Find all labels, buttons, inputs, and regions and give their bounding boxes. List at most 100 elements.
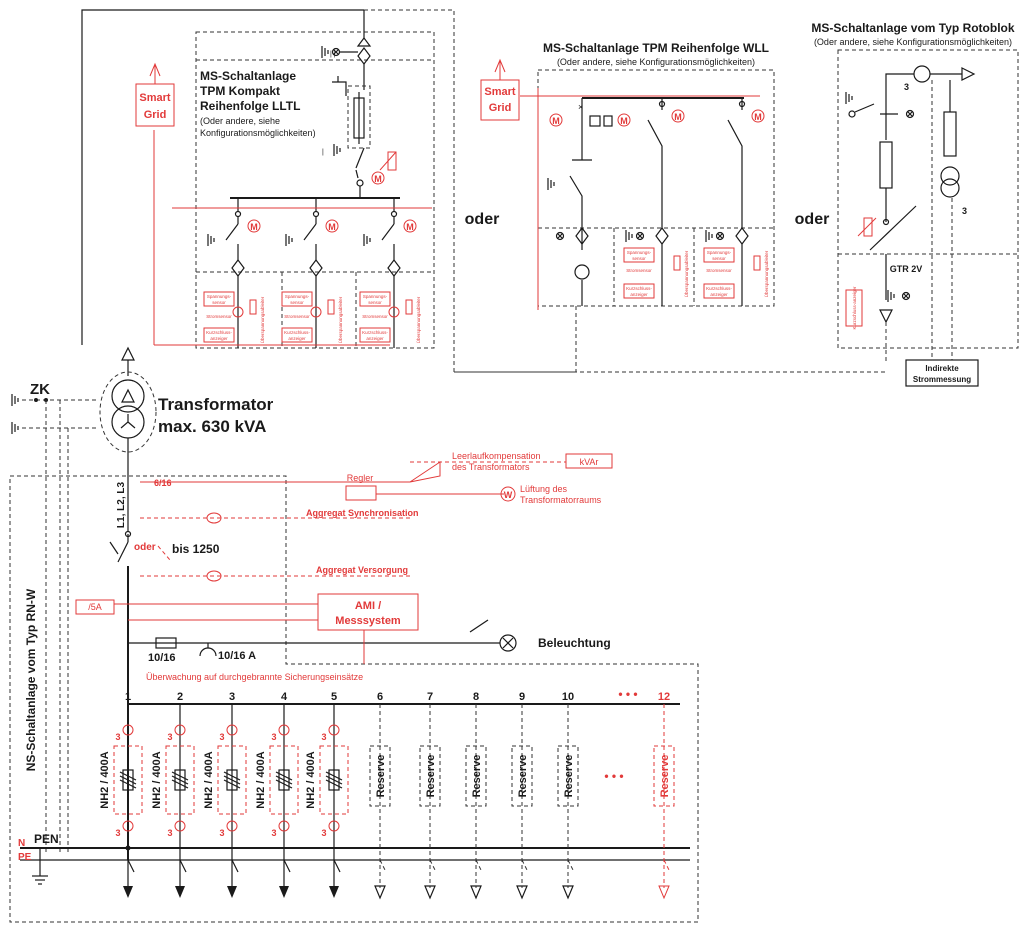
transformer-title: Transformator <box>158 395 274 414</box>
svg-text:Indirekte: Indirekte <box>925 364 959 373</box>
socket-fuse: 10/16 A <box>218 650 256 662</box>
motor-label: M <box>406 222 414 232</box>
shortcircuit-label: anzeiger <box>366 336 384 341</box>
ami-line-2: Messsystem <box>335 615 401 627</box>
mv-switchgear-tpm-wll: × M Spannungs-sensorStromsensorKurzschlus… <box>520 69 775 372</box>
tpm-wll-note: (Oder andere, siehe Konfigurationsmöglic… <box>557 57 755 67</box>
fuse-small: 10/16 <box>148 652 176 664</box>
pe-label: PE <box>18 852 32 863</box>
transformer-symbol <box>99 346 157 470</box>
feeder-reserve-label: Reserve <box>375 755 387 798</box>
ct-count: 3 <box>321 828 326 838</box>
voltage-sensor-label: Spannungs- <box>627 250 652 255</box>
current-sensor-label: Stromsensor <box>626 268 652 273</box>
current-sensor-label: Stromsensor <box>362 314 388 319</box>
svg-text:3: 3 <box>962 206 967 216</box>
smart-grid-box-1: Smart Grid <box>135 62 175 127</box>
shortcircuit-label: anzeiger <box>630 292 648 297</box>
feeder-reserve-label: Reserve <box>659 755 671 798</box>
voltage-sensor-label: sensor <box>712 256 726 261</box>
svg-text:Grid: Grid <box>144 109 167 121</box>
tpm-compact-title-2: TPM Kompakt <box>200 84 280 98</box>
voltage-sensor-label: sensor <box>368 300 382 305</box>
compensation-line-2: des Transformators <box>452 462 530 472</box>
ventilation-line-2: Transformatorraums <box>520 495 602 505</box>
motor-label: M <box>374 174 382 184</box>
svg-text:Smart: Smart <box>484 86 516 98</box>
feeder-reserve-label: Reserve <box>517 755 529 798</box>
tpm-compact-note-2: Konfigurationsmöglichkeiten) <box>200 128 316 138</box>
gtr-label: GTR 2V <box>890 264 923 274</box>
motor-label: M <box>620 116 628 126</box>
svg-text:×: × <box>578 102 583 112</box>
feeder-fuse-label: NH2 / 400A <box>151 751 163 809</box>
shortcircuit-label: anzeiger <box>710 292 728 297</box>
rotoblok-note: (Oder andere, siehe Konfigurationsmöglic… <box>814 37 1012 47</box>
mv-switchgear-rotoblok: 3 3 Kurzschluss-anzeiger <box>454 49 1019 373</box>
voltage-sensor-label: Spannungs- <box>363 294 388 299</box>
motor-label: M <box>328 222 336 232</box>
svg-text:3: 3 <box>904 82 909 92</box>
voltage-sensor-label: sensor <box>212 300 226 305</box>
overvoltage-label: Überspannungsableiter <box>683 250 689 297</box>
feeder-ellipsis-body: • • • <box>604 769 623 783</box>
ct-count: 3 <box>219 828 224 838</box>
feeder-fuse-label: NH2 / 400A <box>203 751 215 809</box>
pen-label: PEN <box>34 832 59 846</box>
zk-label: ZK <box>30 381 50 398</box>
lighting-label: Beleuchtung <box>538 636 611 650</box>
svg-text:Grid: Grid <box>489 102 512 114</box>
wll-feeder-2: MSpannungs-sensorStromsensorKurzschluss-… <box>703 109 769 299</box>
feeder-number: 3 <box>229 691 235 703</box>
tpm-compact-title-3: Reihenfolge LLTL <box>200 99 300 113</box>
tpm-feeder-2: MSpannungs-sensorStromsensorKurzschluss-… <box>281 210 343 348</box>
ct-count: 3 <box>167 828 172 838</box>
mv-switchgear-tpm-compact: | | | M MSpannungs-sensorStromsensorKurz… <box>81 9 576 373</box>
feeder-number: 10 <box>562 691 574 703</box>
rotoblok-title: MS-Schaltanlage vom Typ Rotoblok <box>811 21 1014 35</box>
tpm-feeder-1: MSpannungs-sensorStromsensorKurzschluss-… <box>203 210 265 348</box>
ct-ratio: /5A <box>88 602 102 612</box>
current-sensor-label: Stromsensor <box>706 268 732 273</box>
feeder-number: 4 <box>281 691 288 703</box>
earthing-lines <box>11 393 96 852</box>
feeder-number: 6 <box>377 691 383 703</box>
ct-count: 3 <box>115 828 120 838</box>
ventilation-symbol: W <box>504 490 513 500</box>
current-sensor-label: Stromsensor <box>206 314 232 319</box>
shortcircuit-label: Kurzschluss- <box>706 286 732 291</box>
ct-count: 3 <box>219 732 224 742</box>
motor-label: M <box>674 112 682 122</box>
feeder-reserve-label: Reserve <box>563 755 575 798</box>
ct-count: 3 <box>115 732 120 742</box>
voltage-sensor-label: sensor <box>632 256 646 261</box>
feeder-number: 9 <box>519 691 525 703</box>
generator-supply: Aggregat Versorgung <box>316 565 408 575</box>
ct-count: 3 <box>167 732 172 742</box>
fuse-monitoring: Überwachung auf durchgebrannte Sicherung… <box>146 672 363 682</box>
wll-feeder-1: MSpannungs-sensorStromsensorKurzschluss-… <box>623 109 689 299</box>
lv-panel-title: NS-Schaltanlage vom Typ RN-W <box>24 588 38 771</box>
ventilation-line-1: Lüftung des <box>520 484 568 494</box>
fuse-ratio: 6/16 <box>154 478 172 488</box>
kvar-label: kVAr <box>580 457 599 467</box>
shortcircuit-label: Kurzschluss-anzeiger <box>852 286 857 330</box>
motor-label: M <box>250 222 258 232</box>
voltage-sensor-label: Spannungs- <box>285 294 310 299</box>
svg-text:Smart: Smart <box>139 92 171 104</box>
smart-grid-box-2: Smart Grid <box>480 58 520 121</box>
shortcircuit-label: Kurzschluss- <box>284 330 310 335</box>
feeder-ellipsis: • • • <box>618 687 637 701</box>
feeder-reserve-label: Reserve <box>471 755 483 798</box>
regler-label: Regler <box>347 473 374 483</box>
feeder-number: 1 <box>125 691 131 703</box>
feeder-number: 12 <box>658 691 670 703</box>
or-label-lv: oder <box>134 542 156 553</box>
